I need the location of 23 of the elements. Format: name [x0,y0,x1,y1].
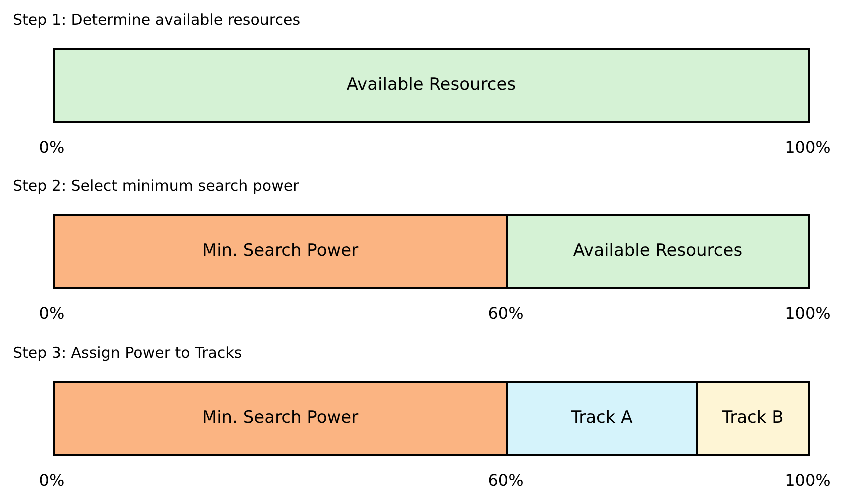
segment-label: Available Resources [346,74,516,97]
bar-segment [53,48,810,123]
segment-label: Available Resources [573,240,743,263]
percent-tick-label: 0% [39,137,65,159]
segment-label: Min. Search Power [202,240,359,263]
step-heading: Step 1: Determine available resources [13,10,301,31]
bar-segment [506,381,698,456]
step-heading: Step 2: Select minimum search power [13,176,300,197]
percent-tick-label: 100% [785,303,831,325]
percent-tick-label: 0% [39,470,65,491]
step-heading: Step 3: Assign Power to Tracks [13,343,242,364]
segment-label: Min. Search Power [202,406,359,430]
bar-segment [53,214,508,289]
percent-tick-label: 60% [488,303,524,325]
segment-label: Track B [722,406,784,430]
percent-tick-label: 0% [39,303,65,325]
bar-segment [53,381,508,456]
bar-segment [696,381,810,456]
bar-segment [506,214,810,289]
segment-label: Track A [571,406,633,430]
percent-tick-label: 100% [785,470,831,491]
percent-tick-label: 60% [488,470,524,491]
percent-tick-label: 100% [785,137,831,159]
